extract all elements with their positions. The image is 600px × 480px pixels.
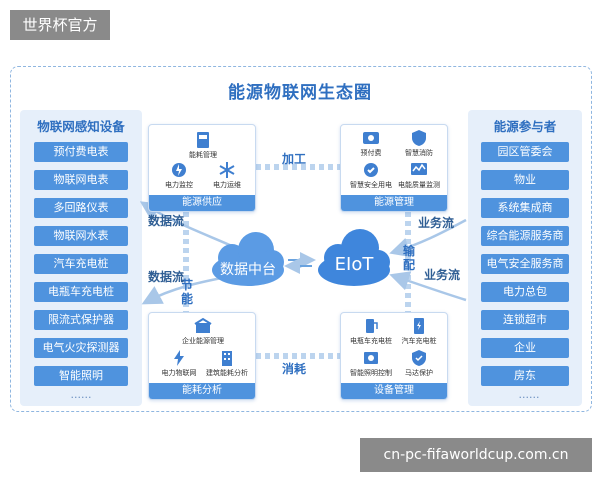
device-item: 物联网水表 <box>34 226 128 246</box>
module-cell-label: 智慧安全用电 <box>350 181 392 189</box>
diagram-title: 能源物联网生态圈 <box>228 83 372 103</box>
participant-item: 企业 <box>481 338 569 358</box>
module-cell: 建筑能耗分析 <box>200 349 254 378</box>
quality-monitor-icon <box>411 163 427 175</box>
device-item: 多回路仪表 <box>34 198 128 218</box>
participant-item: 电力总包 <box>481 282 569 302</box>
flow-arrow-right-lower <box>389 271 467 302</box>
car-charger-icon <box>414 318 424 334</box>
module-cell-label: 电力物联网 <box>161 369 197 377</box>
participants-panel: 能源参与者 园区管委会 物业 系统集成商 综合能源服务商 电气安全服务商 电力总… <box>468 110 582 406</box>
device-item: 汽车充电桩 <box>34 254 128 274</box>
watermark-bottom: cn-pc-fifaworldcup.com.cn <box>360 438 592 472</box>
module-cell: 汽车充电桩 <box>392 317 446 346</box>
flow-label-right-lower: 业务流 <box>424 268 461 282</box>
building-icon <box>222 351 232 366</box>
participants-title: 能源参与者 <box>493 119 557 134</box>
snowflake-icon <box>219 162 235 178</box>
sensing-devices-panel: 物联网感知设备 预付费电表 物联网电表 多回路仪表 物联网水表 汽车充电桩 电瓶… <box>20 110 142 406</box>
module-cell-label: 电力运维 <box>213 181 241 189</box>
device-more: ...... <box>70 388 92 401</box>
module-title: 能源供应 <box>149 195 255 211</box>
flow-label-left-lower: 数据流 <box>148 270 185 284</box>
module-cell: 能耗管理 <box>176 131 230 160</box>
device-item: 智能照明 <box>34 366 128 386</box>
safety-power-icon <box>364 163 378 177</box>
module-title: 设备管理 <box>341 383 447 399</box>
power-iot-icon <box>174 350 184 366</box>
module-cell: 智慧消防 <box>392 129 446 158</box>
device-item: 限流式保护器 <box>34 310 128 330</box>
module-cell: 电力物联网 <box>152 349 206 378</box>
energy-supply-module: 能耗管理 电力监控 电力运维 能源供应 <box>148 124 256 212</box>
motor-protection-icon <box>412 350 426 366</box>
module-cell: 马达保护 <box>392 349 446 378</box>
participant-item: 园区管委会 <box>481 142 569 162</box>
connector-top-label: 加工 <box>282 152 307 166</box>
module-cell: 智能照明控制 <box>344 349 398 378</box>
connector-bottom-label: 消耗 <box>282 362 307 376</box>
participant-item: 综合能源服务商 <box>481 226 569 246</box>
flow-label-right-upper: 业务流 <box>418 216 455 230</box>
module-title: 能耗分析 <box>149 383 255 399</box>
module-cell-label: 电力监控 <box>165 181 193 189</box>
participant-more: ...... <box>518 388 540 401</box>
device-item: 预付费电表 <box>34 142 128 162</box>
module-cell: 电力运维 <box>200 161 254 190</box>
device-item: 电气火灾探测器 <box>34 338 128 358</box>
sensing-devices-title: 物联网感知设备 <box>37 119 125 134</box>
data-center-label: 数据中台 <box>220 262 276 278</box>
energy-management-module: 预付费 智慧消防 智慧安全用电 电能质量监测 能源管理 <box>340 124 448 212</box>
consumption-analysis-module: 企业能源管理 电力物联网 建筑能耗分析 能耗分析 <box>148 312 256 400</box>
participant-item: 电气安全服务商 <box>481 254 569 274</box>
module-cell: 电力监控 <box>152 161 206 190</box>
participant-item: 连锁超市 <box>481 310 569 330</box>
eiot-cloud <box>318 229 390 286</box>
device-item: 物联网电表 <box>34 170 128 190</box>
module-cell: 智慧安全用电 <box>344 161 398 190</box>
module-cell: 企业能源管理 <box>176 317 230 346</box>
data-center-cloud <box>212 232 284 286</box>
flow-label-left-upper: 数据流 <box>148 214 185 228</box>
module-cell-label: 汽车充电桩 <box>401 337 437 345</box>
participant-item: 物业 <box>481 170 569 190</box>
module-cell-label: 智慧消防 <box>405 149 433 157</box>
participant-item: 系统集成商 <box>481 198 569 218</box>
shield-icon <box>412 130 426 146</box>
prepaid-card-icon <box>363 132 379 144</box>
module-cell-label: 智能照明控制 <box>350 369 392 377</box>
ebike-charger-icon <box>366 319 378 333</box>
module-cell-label: 建筑能耗分析 <box>206 369 248 377</box>
device-item: 电瓶车充电桩 <box>34 282 128 302</box>
module-cell: 电瓶车充电桩 <box>344 317 398 346</box>
lighting-control-icon <box>364 352 378 364</box>
module-cell-label: 电能质量监测 <box>398 181 440 189</box>
module-title: 能源管理 <box>341 195 447 211</box>
watermark-top: 世界杯官方 <box>10 10 110 40</box>
eiot-label: EIoT <box>334 254 374 275</box>
module-cell-label: 电瓶车充电桩 <box>350 337 392 345</box>
module-cell: 预付费 <box>344 129 398 158</box>
equipment-management-module: 电瓶车充电桩 汽车充电桩 智能照明控制 马达保护 设备管理 <box>340 312 448 400</box>
module-cell: 电能质量监测 <box>392 161 446 190</box>
module-cell-label: 预付费 <box>360 149 382 157</box>
connector-right-label: 输配 <box>402 244 415 272</box>
module-cell-label: 能耗管理 <box>189 151 217 159</box>
participant-item: 房东 <box>481 366 569 386</box>
connector-left-label: 节能 <box>180 278 193 306</box>
energy-meter-icon <box>197 132 209 148</box>
enterprise-icon <box>194 317 212 333</box>
flow-arrow-right-upper <box>389 218 467 258</box>
module-cell-label: 企业能源管理 <box>182 337 224 345</box>
monitor-icon <box>172 163 186 177</box>
module-cell-label: 马达保护 <box>405 369 433 377</box>
